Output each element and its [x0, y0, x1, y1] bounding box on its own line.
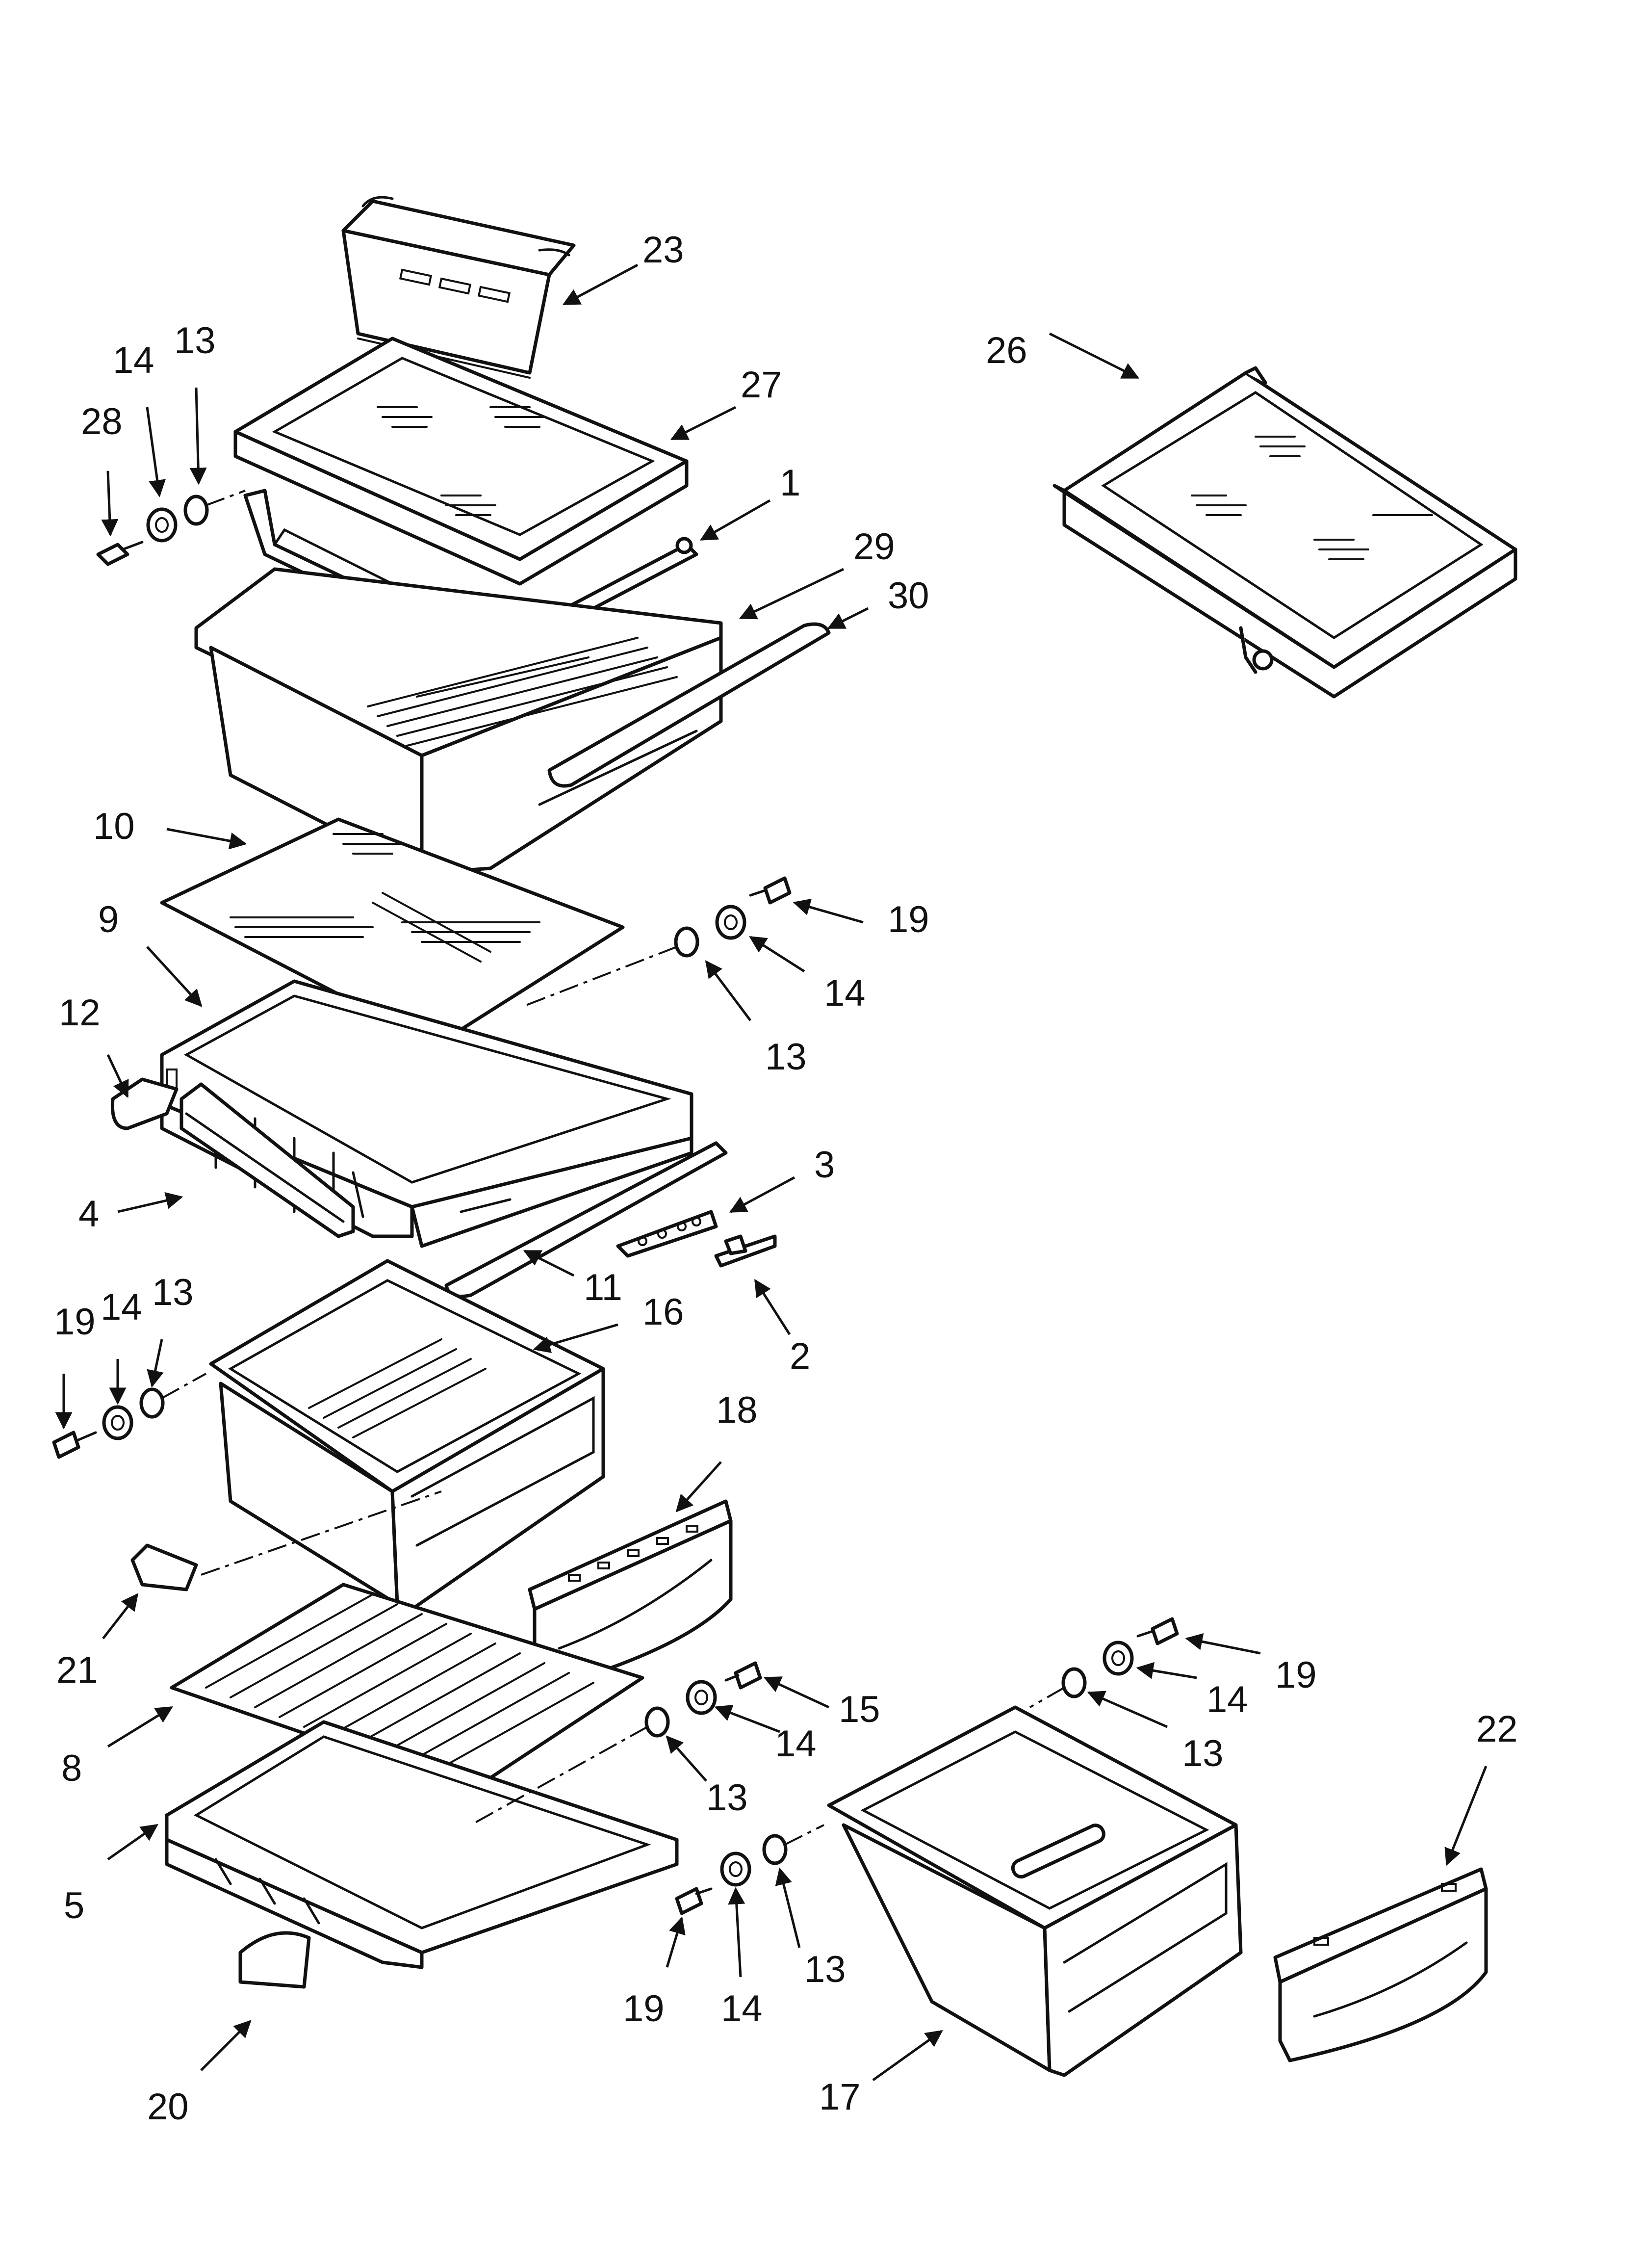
callout-15: 15 [839, 1689, 880, 1730]
part-20-clip [238, 1931, 311, 1989]
part-2-clip [714, 1234, 777, 1268]
callout-labels: 23 27 1 29 30 26 28 14 13 10 9 12 4 11 3… [54, 229, 1518, 2128]
callout-13: 13 [174, 320, 216, 362]
callout-28: 28 [81, 401, 123, 443]
part-16-drawer [209, 1259, 605, 1611]
callout-14: 14 [1206, 1679, 1248, 1721]
callout-9: 9 [98, 899, 119, 940]
hardware-set-left-drawer [52, 1373, 442, 1576]
callout-14: 14 [113, 339, 154, 381]
part-29-crisper-cover [194, 567, 723, 875]
leader-lines [55, 263, 1488, 2082]
part-5-frame [165, 1720, 679, 1969]
part-4-rail [180, 1082, 355, 1238]
hardware-set-top-left [96, 490, 246, 566]
part-8-glass [170, 1583, 644, 1793]
part-9-front [410, 1136, 693, 1248]
callout-13: 13 [804, 1949, 846, 1990]
callout-2: 2 [790, 1335, 810, 1377]
callout-27: 27 [741, 364, 782, 406]
callout-19: 19 [623, 1988, 665, 2030]
callout-16: 16 [642, 1291, 684, 1333]
part-22-front [1273, 1867, 1488, 2062]
part-3-bracket [616, 1210, 718, 1258]
hardware-set-mid-right [524, 876, 792, 1007]
callout-5: 5 [64, 1885, 84, 1927]
callout-19: 19 [1275, 1654, 1317, 1696]
callout-12: 12 [59, 992, 101, 1034]
callout-13: 13 [765, 1036, 807, 1078]
callout-14: 14 [824, 972, 866, 1014]
callout-10: 10 [93, 806, 135, 847]
callout-19: 19 [888, 899, 929, 940]
part-30-rail [547, 622, 831, 788]
callout-17: 17 [819, 2076, 861, 2118]
callout-13: 13 [706, 1777, 748, 1819]
part-21-clip [130, 1543, 198, 1591]
callout-26: 26 [986, 330, 1027, 371]
hardware-set-right [1029, 1617, 1179, 1708]
callout-23: 23 [642, 229, 684, 271]
callout-14: 14 [101, 1286, 142, 1328]
hardware-set-mid-lower [470, 1661, 762, 1826]
callout-8: 8 [61, 1747, 82, 1789]
callout-13: 13 [152, 1272, 194, 1313]
callout-14: 14 [721, 1988, 763, 2030]
callout-13: 13 [1182, 1733, 1224, 1774]
callout-19: 19 [54, 1301, 96, 1343]
callout-29: 29 [853, 526, 895, 568]
callout-22: 22 [1476, 1708, 1518, 1750]
callout-14: 14 [775, 1723, 817, 1765]
callout-1: 1 [780, 462, 800, 504]
callout-30: 30 [888, 575, 929, 617]
callout-18: 18 [716, 1389, 758, 1431]
callout-11: 11 [584, 1267, 622, 1308]
part-18-front [528, 1499, 733, 1690]
callout-21: 21 [56, 1649, 98, 1691]
callout-20: 20 [147, 2086, 189, 2128]
part-26-shelf [1052, 366, 1517, 699]
part-17-drawer [827, 1705, 1243, 2077]
part-27-shelf [233, 337, 689, 586]
hardware-set-bottom [675, 1824, 824, 1915]
callout-4: 4 [78, 1193, 99, 1235]
callout-3: 3 [814, 1144, 835, 1186]
